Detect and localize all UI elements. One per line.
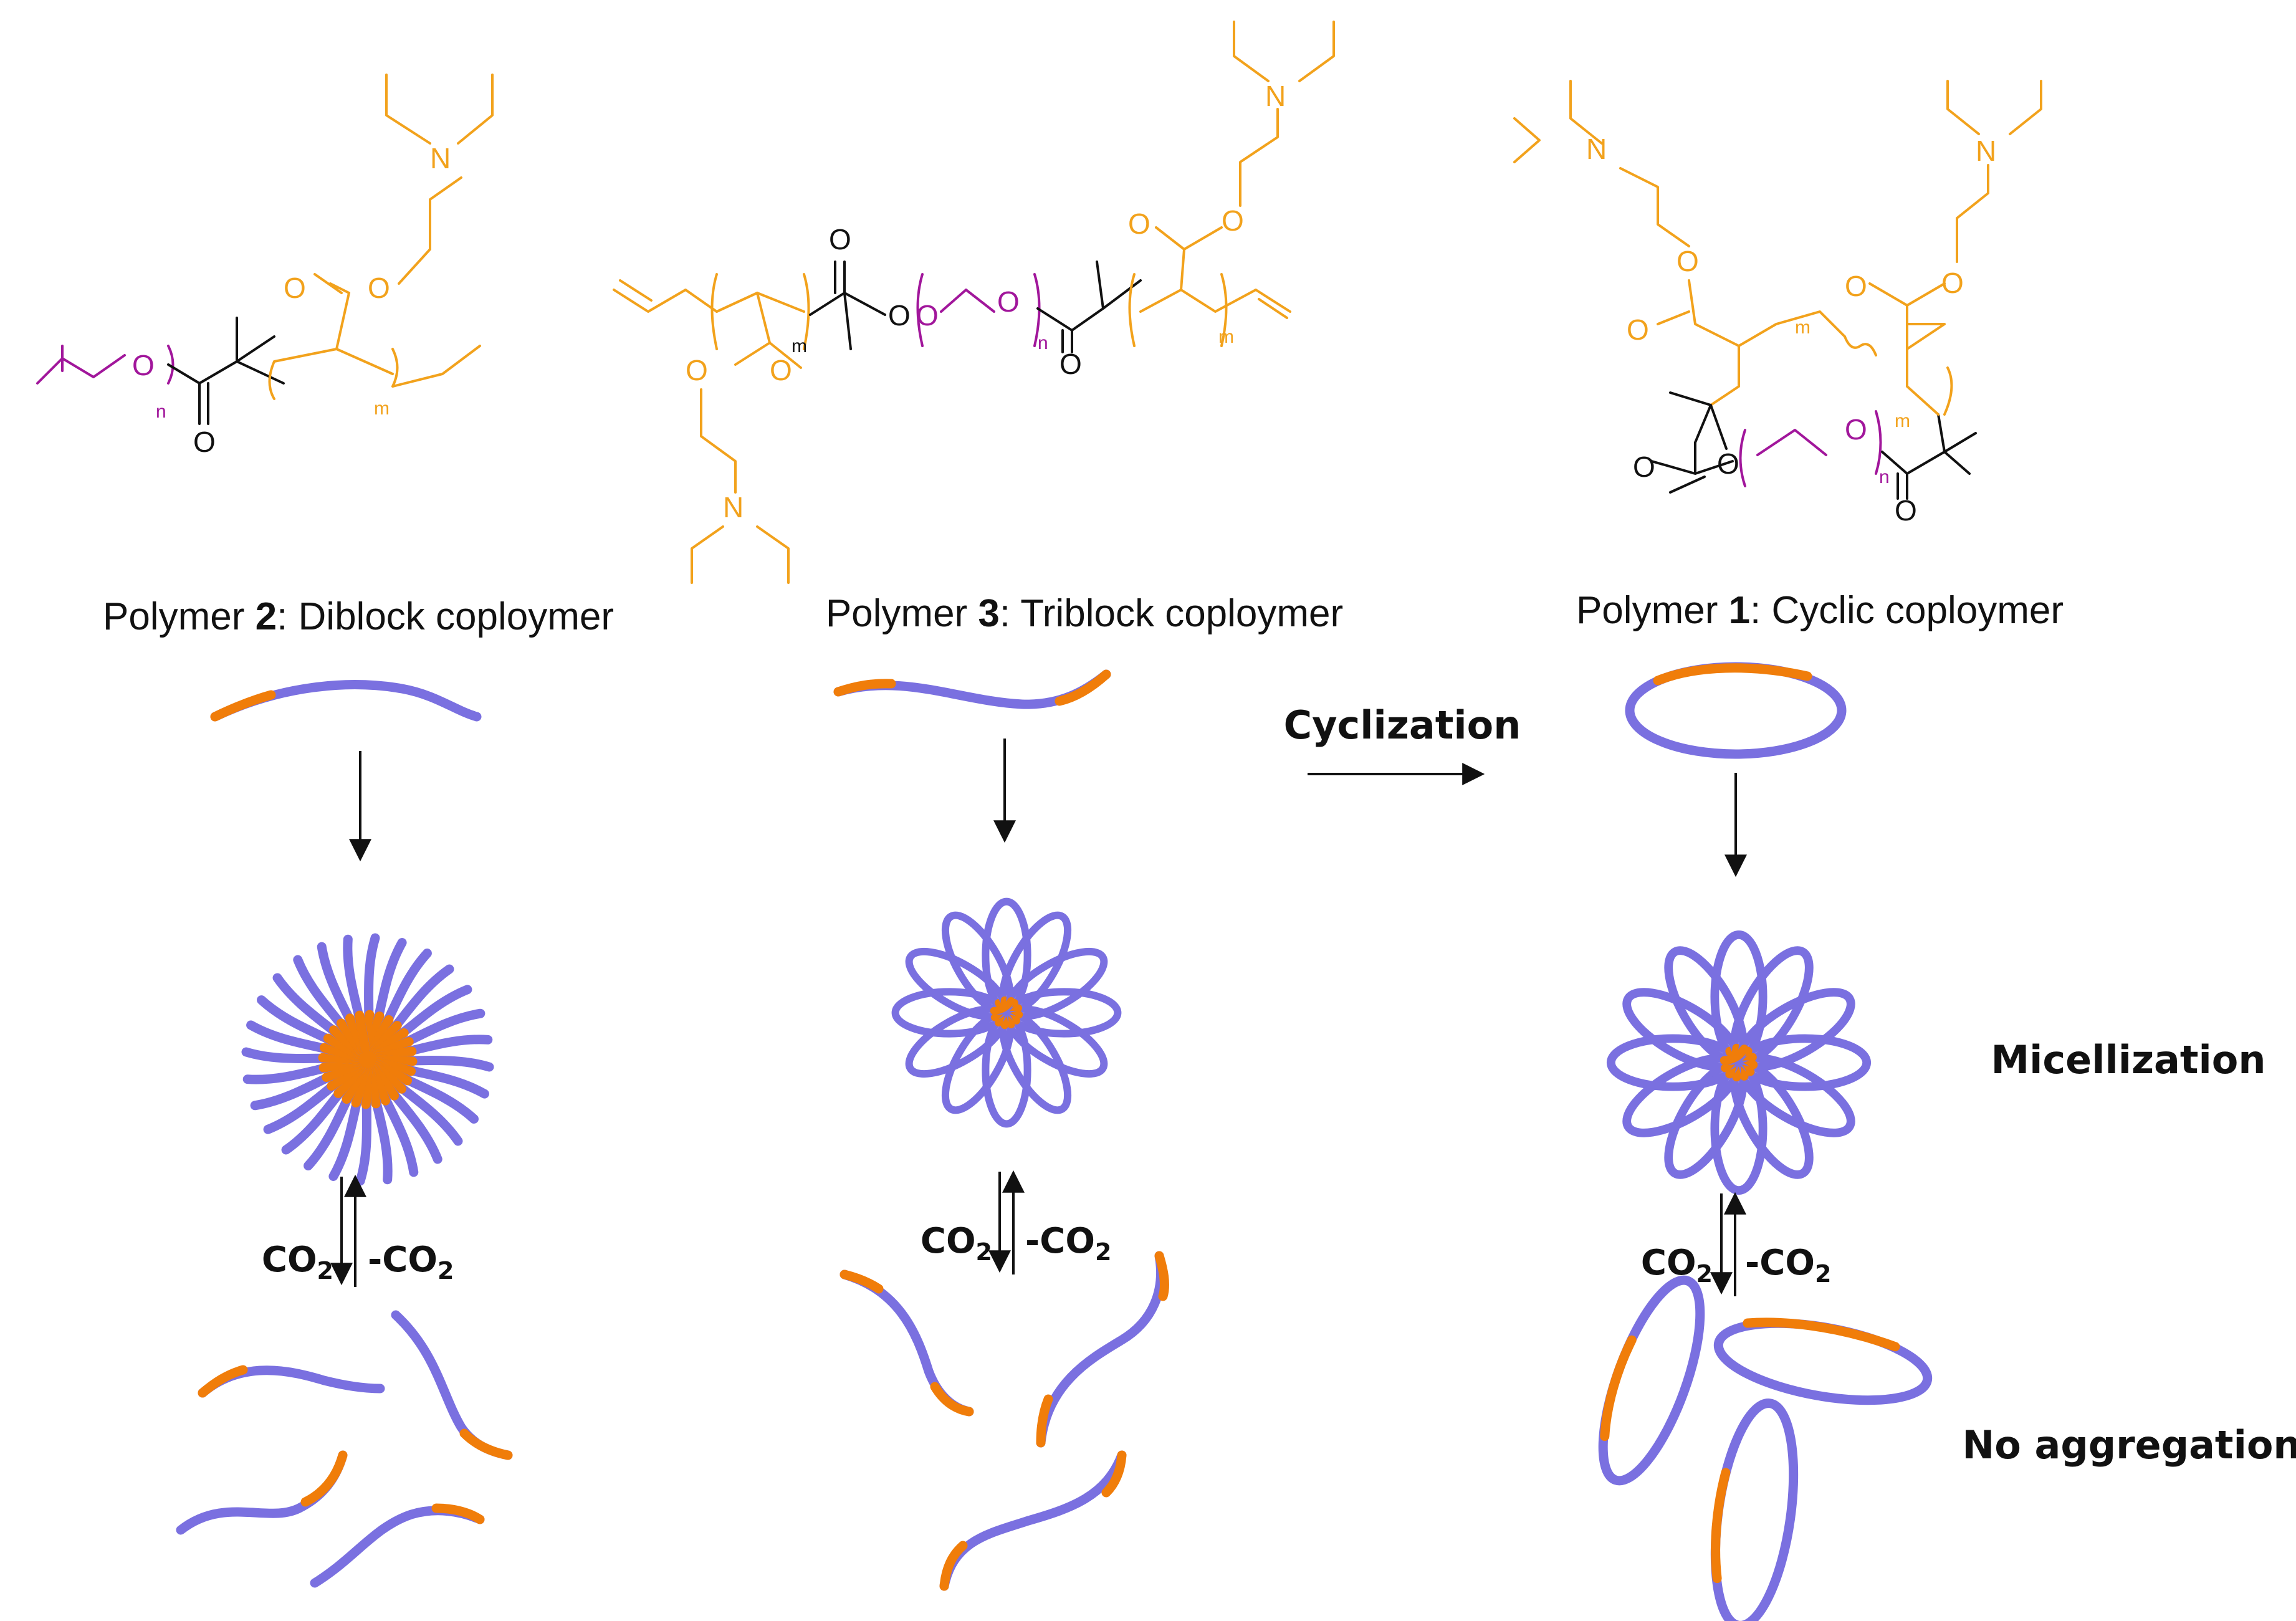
ester-oxygen-2: O	[368, 272, 390, 304]
repeat-m: m	[792, 336, 807, 356]
ester-oxygen: O	[1677, 245, 1699, 277]
free-chain	[198, 1365, 385, 1398]
ester-oxygen-2: O	[1627, 313, 1649, 346]
carbonyl-oxygen: O	[829, 223, 851, 256]
amine-nitrogen: N	[1265, 80, 1286, 112]
co2-label: CO2	[262, 1240, 333, 1284]
polymer-1-title: Polymer 1: Cyclic coploymer	[1576, 589, 2064, 632]
free-ring	[1710, 1399, 1799, 1621]
minus-co2-label: -CO2	[368, 1240, 454, 1284]
repeat-m-2: m	[1895, 411, 1910, 431]
repeat-n: n	[1879, 467, 1890, 487]
repeat-m: m	[1795, 317, 1810, 338]
peg-oxygen: O	[1845, 413, 1867, 446]
free-diblock-chains	[176, 1310, 513, 1588]
no-aggregation-label: No aggregation	[1962, 1422, 2296, 1468]
carbonyl-oxygen: O	[1633, 451, 1655, 483]
free-ring	[1598, 1275, 1705, 1486]
repeat-m-2: m	[1218, 327, 1234, 347]
free-ring	[1713, 1317, 1933, 1405]
cyclic-flower-micelle	[1611, 935, 1867, 1190]
polymer-1-structure: N O O m O O O n O m O O N	[1513, 80, 2042, 527]
free-chain	[391, 1310, 513, 1460]
ester-oxygen-4: O	[1222, 204, 1244, 237]
carbonyl-oxygen: O	[193, 426, 216, 458]
ester-oxygen-5: O	[770, 354, 792, 386]
minus-co2-label: -CO2	[1745, 1243, 1831, 1288]
free-cyclic-rings	[1598, 1275, 1933, 1621]
carbonyl-oxygen-2: O	[1895, 494, 1917, 527]
co2-equilibrium-polymer-1: CO2 -CO2	[1641, 1192, 1831, 1296]
cyclization-label: Cyclization	[1284, 702, 1521, 748]
diblock-micelle	[246, 938, 489, 1181]
free-chain	[939, 1450, 1127, 1591]
ester-oxygen: O	[284, 272, 306, 304]
repeat-n: n	[1038, 333, 1048, 353]
ester-oxygen: O	[686, 354, 708, 386]
cyclic-chain	[1625, 662, 1847, 759]
micelle-core	[359, 1051, 376, 1068]
co2-label: CO2	[921, 1221, 992, 1266]
polymer-2-structure: O n O O O m N	[36, 74, 494, 458]
triblock-chain	[833, 669, 1111, 709]
free-chain	[310, 1503, 485, 1588]
free-chain	[839, 1270, 974, 1417]
minus-co2-label: -CO2	[1025, 1221, 1111, 1266]
ester-oxygen-3: O	[1128, 208, 1150, 240]
co2-equilibrium-polymer-2: CO2 -CO2	[262, 1174, 454, 1287]
ester-oxygen-5: O	[1941, 267, 1964, 299]
co2-equilibrium-polymer-3: CO2 -CO2	[921, 1170, 1111, 1274]
free-triblock-chains	[839, 1251, 1169, 1591]
ester-oxygen: O	[888, 299, 911, 332]
repeat-n: n	[156, 401, 166, 422]
repeat-m: m	[374, 398, 390, 419]
polymer-3-title: Polymer 3: Triblock coploymer	[826, 592, 1343, 635]
amine-nitrogen-2: N	[723, 491, 744, 524]
peg-oxygen: O	[132, 349, 155, 381]
polymer-2-title: Polymer 2: Diblock coploymer	[103, 595, 614, 638]
amine-nitrogen-2: N	[1976, 135, 1996, 167]
peg-oxygen-2: O	[997, 285, 1020, 318]
amine-nitrogen: N	[1586, 133, 1607, 165]
free-chain	[1036, 1251, 1169, 1448]
triblock-flower-micelle	[896, 902, 1118, 1124]
free-chain	[176, 1450, 348, 1535]
polymer-3-structure: m O O O O n O m O O N O O N	[613, 21, 1335, 584]
diblock-chain	[210, 680, 482, 722]
carbonyl-oxygen-2: O	[1060, 348, 1082, 380]
ester-oxygen-4: O	[1845, 270, 1867, 302]
ester-oxygen-3: O	[1717, 447, 1739, 480]
amine-nitrogen: N	[430, 142, 451, 175]
micellization-label: Micellization	[1991, 1037, 2265, 1083]
